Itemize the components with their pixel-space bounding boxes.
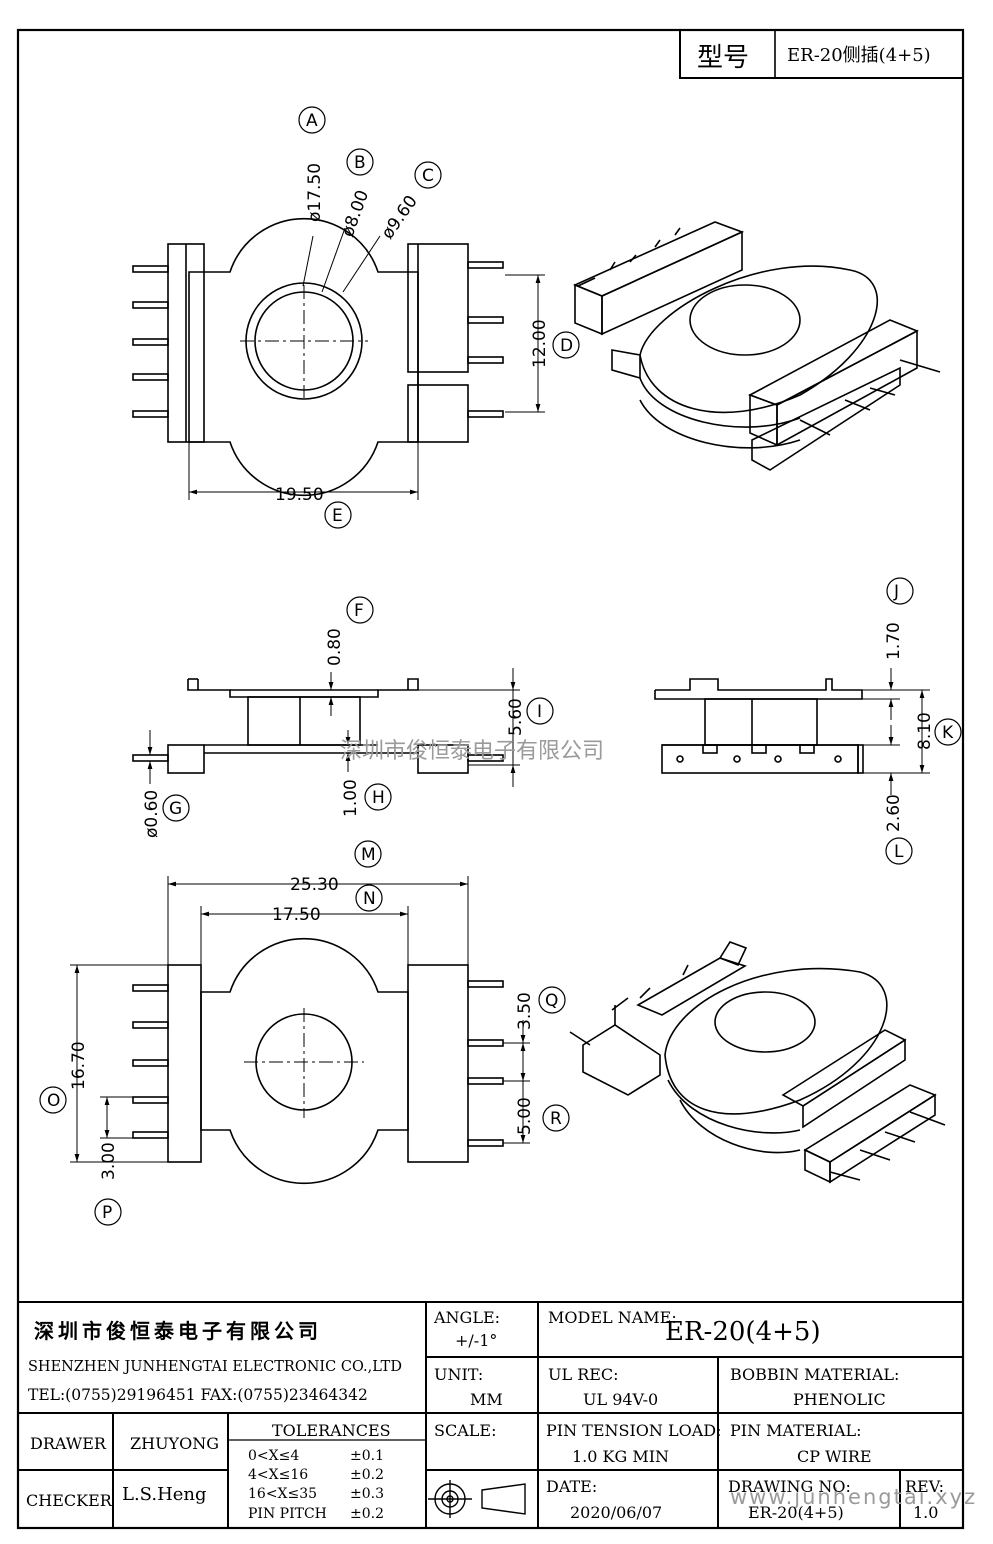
model-box-value: ER-20侧插(4+5) xyxy=(787,45,931,66)
dim-h: 1.00 xyxy=(341,779,361,817)
callout-g: G xyxy=(169,799,182,819)
pins-right-bottom xyxy=(467,980,504,1147)
dim-a: ø17.50 xyxy=(305,163,325,222)
watermark-cn: 深圳市俊恒泰电子有限公司 xyxy=(340,739,604,764)
side-view-right xyxy=(654,678,864,774)
callout-h: H xyxy=(372,788,385,808)
drawer-value: ZHUYONG xyxy=(130,1434,219,1453)
callout-c: C xyxy=(422,166,434,186)
callout-d: D xyxy=(560,336,573,356)
iso-view-upper xyxy=(572,221,941,471)
dim-p: 3.00 xyxy=(99,1142,119,1180)
model-box xyxy=(679,29,964,79)
model-box-label: 型号 xyxy=(697,43,749,73)
pins-left-top xyxy=(132,265,169,418)
pin-tension-label: PIN TENSION LOAD: xyxy=(546,1421,722,1440)
callout-i: I xyxy=(537,702,542,722)
tolerance-range: 16<X≤35 xyxy=(248,1486,317,1502)
tolerance-range: PIN PITCH xyxy=(248,1506,327,1522)
checker-value: L.S.Heng xyxy=(122,1484,207,1505)
dim-m: 25.30 xyxy=(290,875,339,895)
dim-c: ø9.60 xyxy=(378,192,422,243)
callout-b: B xyxy=(354,153,366,173)
callout-n: N xyxy=(363,889,376,909)
model-name-label: MODEL NAME: xyxy=(548,1308,677,1327)
dim-j: 1.70 xyxy=(884,622,904,660)
model-name-value: ER-20(4+5) xyxy=(665,1317,821,1347)
pins-left-bottom xyxy=(132,984,169,1139)
callout-r: R xyxy=(550,1109,562,1129)
tolerance-range: 0<X≤4 xyxy=(248,1448,299,1464)
dim-g: ø0.60 xyxy=(142,790,162,838)
watermark-web: www.junhengtai.xyz xyxy=(730,1485,977,1509)
company-name-en: SHENZHEN JUNHENGTAI ELECTRONIC CO.,LTD xyxy=(28,1359,402,1375)
dim-b: ø8.00 xyxy=(338,188,373,240)
dim-n: 17.50 xyxy=(272,905,321,925)
pin-material-label: PIN MATERIAL: xyxy=(730,1421,862,1440)
bottom-view xyxy=(132,937,504,1185)
angle-label: ANGLE: xyxy=(433,1308,500,1327)
dim-r: 5.00 xyxy=(515,1097,535,1135)
rev-value: 1.0 xyxy=(913,1503,938,1522)
callout-o: O xyxy=(47,1091,60,1111)
callout-k: K xyxy=(942,723,954,743)
date-label: DATE: xyxy=(546,1477,597,1496)
dim-k: 8.10 xyxy=(915,712,935,750)
sheet-border xyxy=(16,28,965,1530)
drawing-no-value: ER-20(4+5) xyxy=(748,1503,844,1522)
ul-rec-label: UL REC: xyxy=(548,1365,619,1384)
callout-f: F xyxy=(354,601,364,621)
dim-d: 12.00 xyxy=(530,319,550,368)
bobbin-material-label: BOBBIN MATERIAL: xyxy=(730,1365,899,1384)
title-block-grid xyxy=(18,1301,963,1528)
company-contact: TEL:(0755)29196451 FAX:(0755)23464342 xyxy=(28,1386,368,1404)
callout-a: A xyxy=(306,111,318,131)
callout-q: Q xyxy=(545,991,558,1011)
ul-rec-value: UL 94V-0 xyxy=(583,1390,658,1409)
dim-f: 0.80 xyxy=(325,628,345,666)
tolerance-range: 4<X≤16 xyxy=(248,1467,308,1483)
checker-label: CHECKER xyxy=(26,1491,113,1510)
callout-m: M xyxy=(361,845,376,865)
callout-j: J xyxy=(893,582,899,602)
pins-right-top xyxy=(467,261,504,418)
iso-view-lower xyxy=(569,941,946,1184)
callout-l: L xyxy=(894,842,904,862)
tolerances-title: TOLERANCES xyxy=(272,1421,391,1440)
dim-e: 19.50 xyxy=(275,485,324,505)
angle-symbol xyxy=(428,1480,526,1518)
callout-p: P xyxy=(102,1203,112,1223)
scale-label: SCALE: xyxy=(434,1421,496,1440)
rev-label: REV: xyxy=(905,1477,944,1496)
dim-q: 3.50 xyxy=(515,992,535,1030)
side-view-left xyxy=(132,678,504,774)
company-name-cn: 深圳市俊恒泰电子有限公司 xyxy=(34,1319,322,1343)
tolerance-value: ±0.1 xyxy=(350,1448,384,1464)
drawing-no-label: DRAWING NO: xyxy=(728,1477,851,1496)
dim-o: 16.70 xyxy=(69,1041,89,1090)
callout-e: E xyxy=(332,506,343,526)
unit-value: MM xyxy=(470,1390,503,1409)
drawer-label: DRAWER xyxy=(30,1434,107,1453)
date-value: 2020/06/07 xyxy=(570,1503,662,1522)
pin-tension-value: 1.0 KG MIN xyxy=(572,1447,669,1466)
tolerance-value: ±0.3 xyxy=(350,1486,384,1502)
dim-i: 5.60 xyxy=(506,698,526,736)
angle-value: +/-1° xyxy=(455,1331,497,1350)
dim-l: 2.60 xyxy=(884,794,904,832)
bobbin-material-value: PHENOLIC xyxy=(793,1390,886,1409)
pin-material-value: CP WIRE xyxy=(797,1447,872,1466)
tolerance-value: ±0.2 xyxy=(350,1467,384,1483)
unit-label: UNIT: xyxy=(434,1365,483,1384)
tolerance-value: ±0.2 xyxy=(350,1506,384,1522)
